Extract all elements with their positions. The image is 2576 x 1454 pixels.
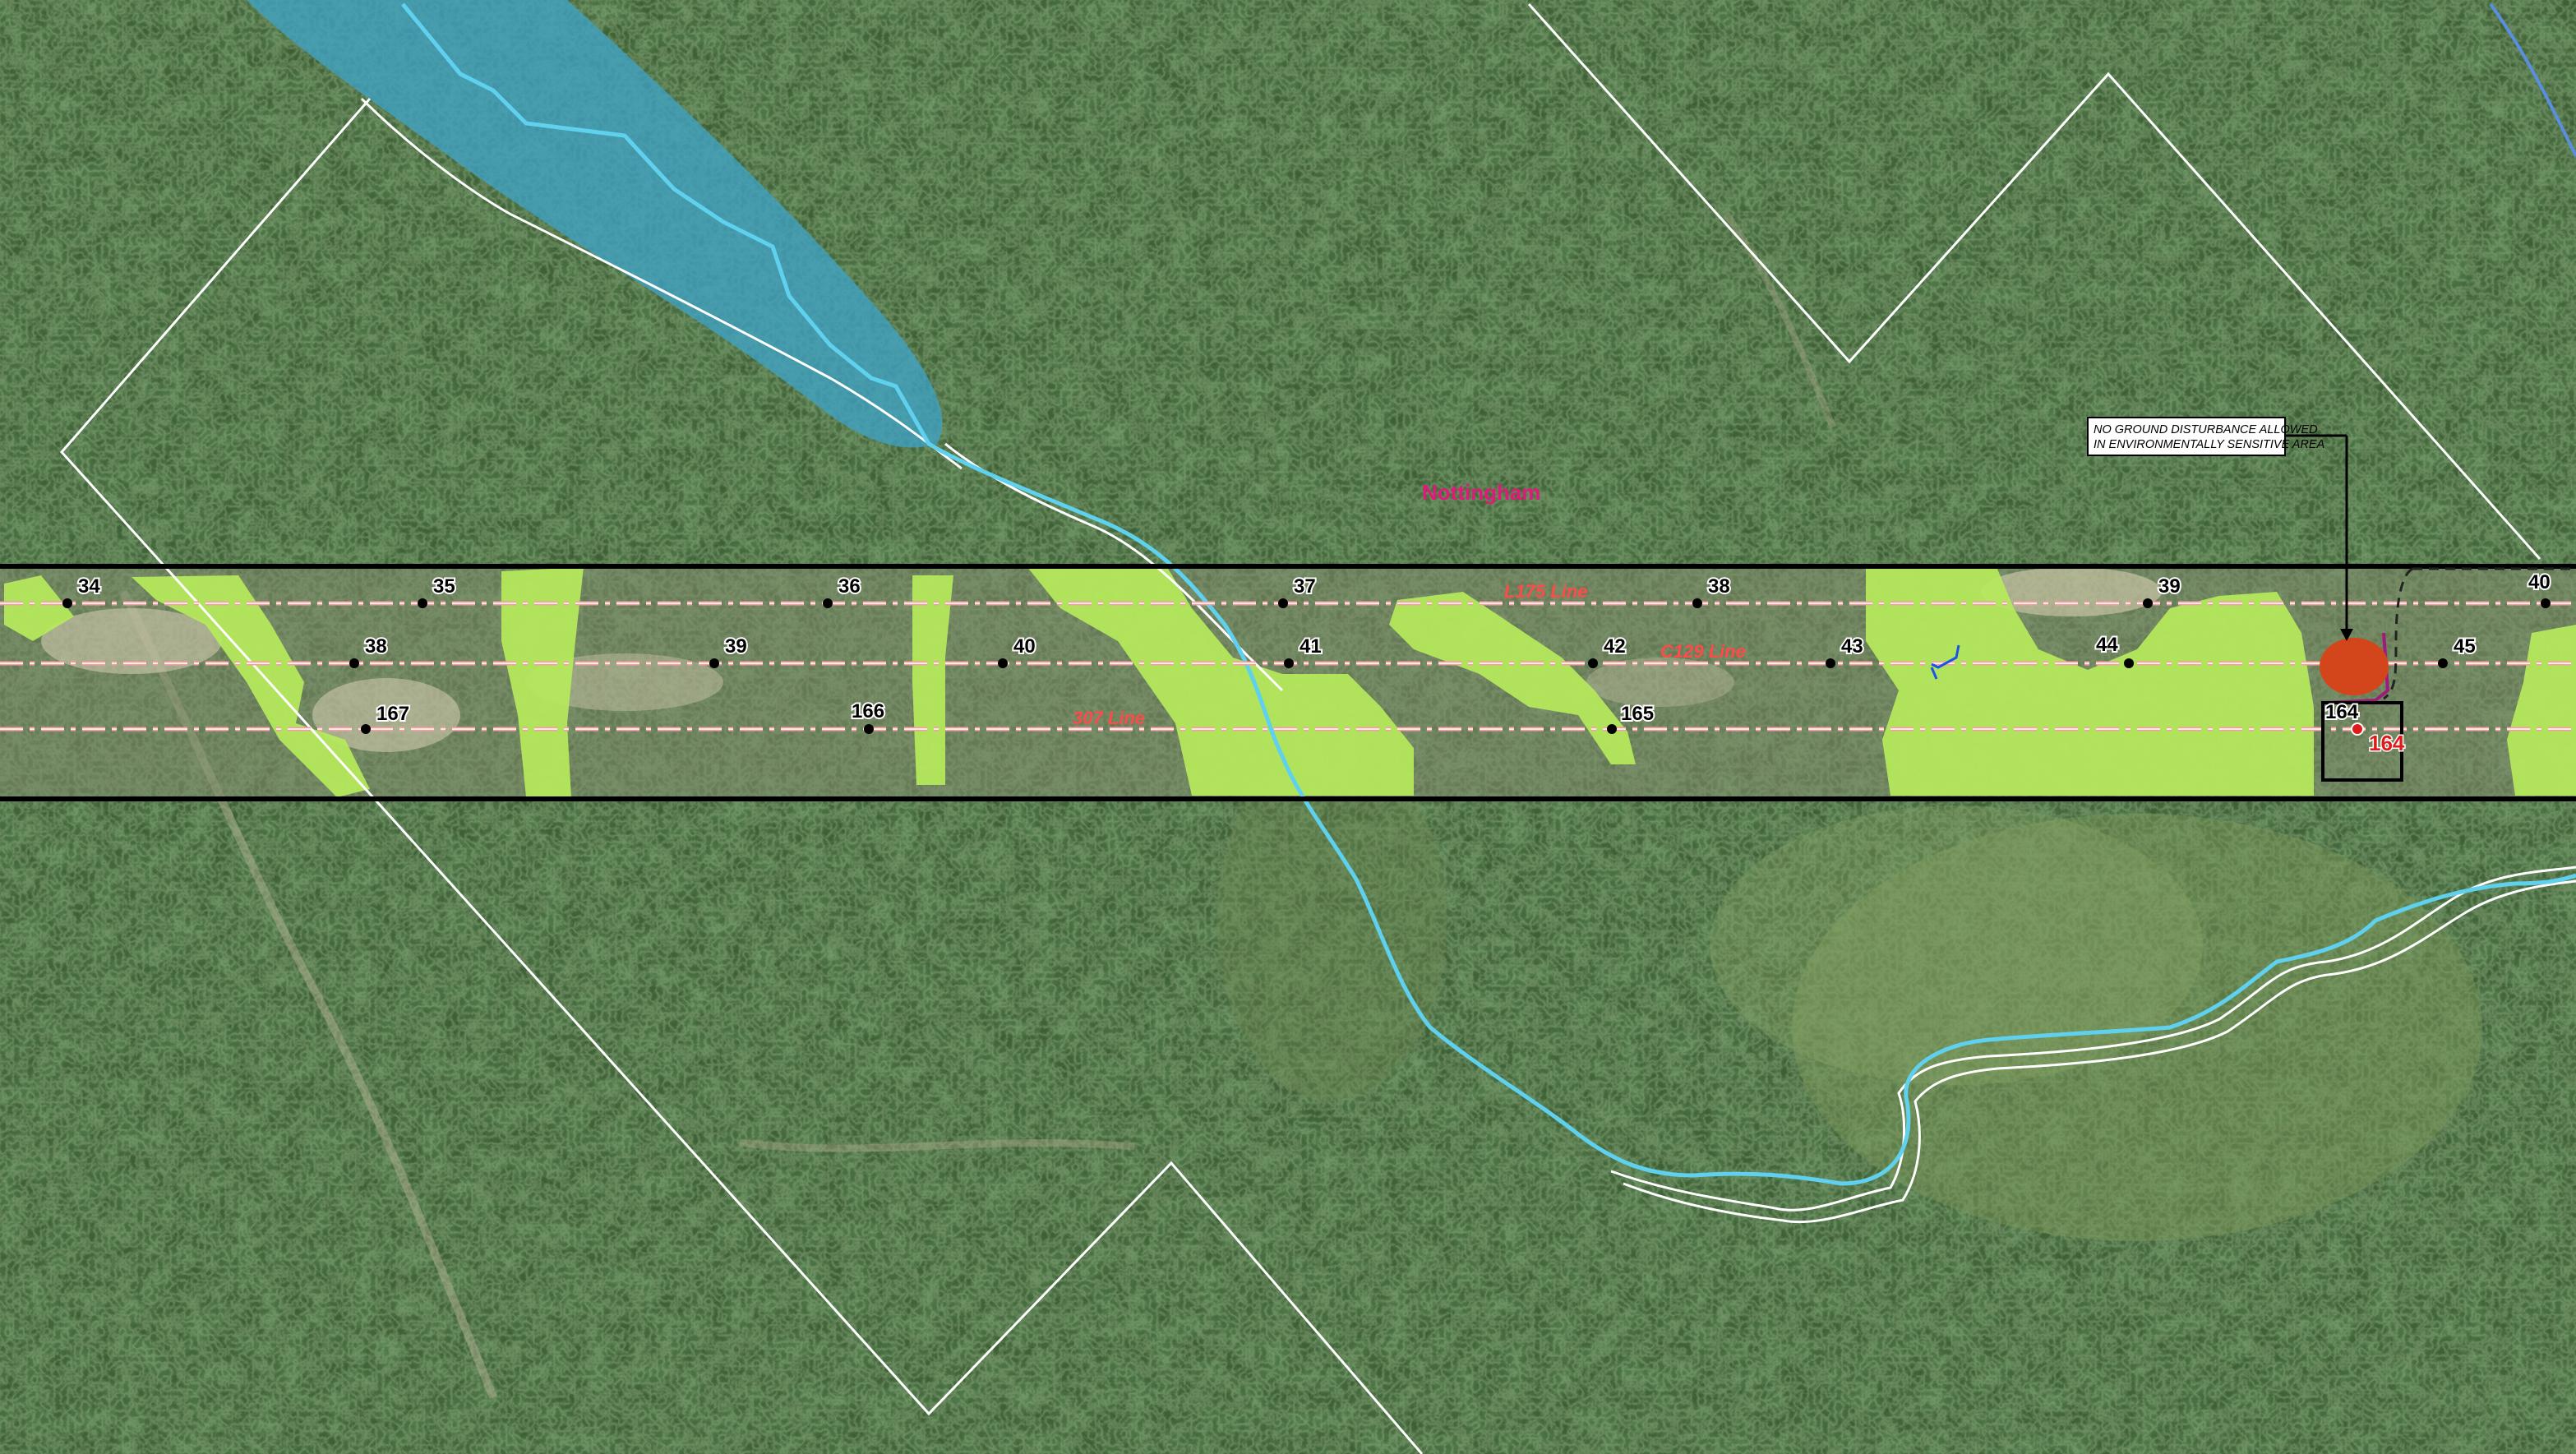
corridor-borders (0, 564, 2576, 801)
structure-label: 38 (1708, 575, 1730, 598)
callout: NO GROUND DISTURBANCE ALLOWED IN ENVIRON… (2087, 417, 2353, 641)
structure-marker[interactable]: 39 (2143, 574, 2182, 608)
parcel-boundaries (59, 2, 2576, 1454)
structure-label: 38 (365, 635, 387, 658)
structure-label: 39 (2158, 575, 2181, 598)
structure-marker[interactable]: 40 (2527, 570, 2552, 608)
structure-marker[interactable]: 38 (349, 634, 389, 668)
structure-label: 40 (2528, 571, 2551, 593)
structure-label: 166 (852, 700, 884, 722)
structures-l175: 34 35 36 37 38 39 40 (62, 570, 2552, 608)
structure-marker[interactable]: 167 (361, 701, 411, 734)
structures-c129: 38 39 40 41 42 43 44 45 (349, 632, 2477, 668)
structure-marker[interactable]: 34 (62, 574, 102, 608)
structure-marker[interactable]: 36 (823, 574, 862, 608)
structure-marker[interactable]: 43 (1826, 634, 1865, 668)
structure-label: 37 (1294, 575, 1316, 598)
callout-box (2087, 417, 2286, 456)
structure-marker[interactable]: 40 (998, 634, 1037, 668)
structure-marker[interactable]: 44 (2094, 632, 2134, 668)
structure-marker[interactable]: 166 (850, 699, 886, 734)
structure-label: 40 (1013, 635, 1036, 658)
place-label: Nottingham (1422, 480, 1540, 505)
structure-label: 39 (725, 635, 747, 658)
callout-line-2: IN ENVIRONMENTALLY SENSITIVE AREA (2094, 438, 2324, 451)
structure-marker[interactable]: 45 (2438, 634, 2477, 668)
structure-marker[interactable]: 41 (1284, 634, 1323, 668)
pond-area (247, 0, 943, 448)
structure-label: 35 (433, 575, 455, 598)
structure-label: 45 (2454, 635, 2476, 658)
structure-label: 36 (838, 575, 861, 598)
structure-label: 41 (1300, 635, 1322, 658)
line-labels: L175 Line C129 Line 307 Line (1073, 581, 1746, 728)
structure-marker[interactable]: 165 (1607, 701, 1655, 734)
structure-marker[interactable]: 42 (1588, 634, 1627, 668)
sensitive-area (2320, 567, 2576, 782)
structure-label: 43 (1841, 635, 1863, 658)
structure-marker[interactable]: 37 (1278, 574, 1318, 608)
flow-arrow-icon (1930, 644, 1960, 680)
line-label-c129: C129 Line (1660, 641, 1746, 662)
structure-marker[interactable]: 39 (709, 634, 749, 668)
structure-marker[interactable]: 164 (2324, 699, 2364, 736)
structures-307: 167 166 165 164 (361, 699, 2364, 736)
highlight-structure-label: 164 (2369, 731, 2405, 755)
line-label-l175: L175 Line (1504, 581, 1587, 602)
structure-marker[interactable]: 38 (1692, 574, 1732, 608)
line-label-307: 307 Line (1073, 708, 1145, 728)
structure-label: 34 (78, 575, 100, 598)
wetland-areas (4, 567, 2576, 797)
structure-marker[interactable]: 35 (418, 574, 457, 608)
structure-label: 167 (376, 703, 409, 725)
structure-label: 165 (1621, 703, 1654, 725)
structure-label: 164 (2325, 701, 2359, 723)
structure-label: 44 (2096, 634, 2118, 656)
structure-label: 42 (1604, 635, 1626, 658)
stream (401, 2, 2576, 1186)
structure-164-box (2321, 701, 2403, 782)
callout-line-1: NO GROUND DISTURBANCE ALLOWED (2094, 423, 2318, 436)
